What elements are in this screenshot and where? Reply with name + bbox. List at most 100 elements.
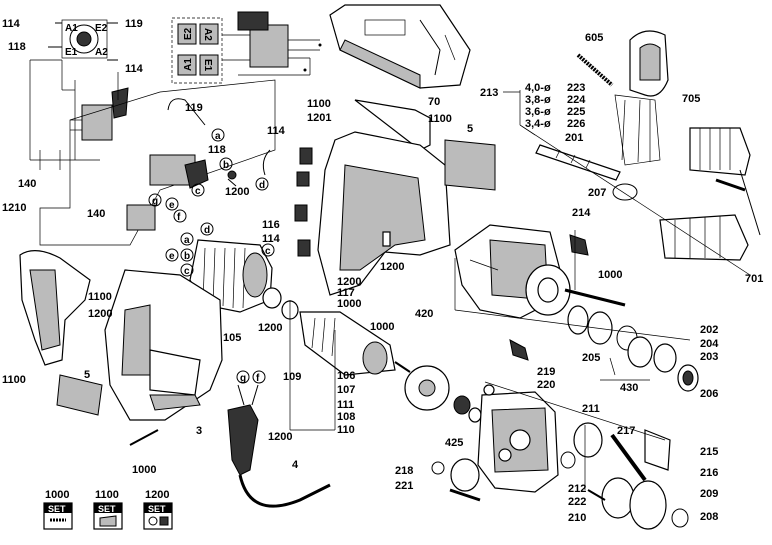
legend-num-1200: 1200: [145, 489, 169, 501]
callout-206: 206: [700, 388, 718, 400]
callout-114: 114: [262, 233, 281, 245]
tag-a: a: [184, 235, 190, 246]
callout-213: 213: [480, 87, 498, 99]
callout-107: 107: [337, 384, 355, 396]
callout-105: 105: [223, 332, 241, 344]
motor-armature: [299, 311, 482, 423]
drill-chuck: [659, 127, 761, 261]
gear-train: [431, 422, 689, 530]
callout-labels: 114 119 118 114 140 1210 119 118 1200 14…: [2, 18, 763, 524]
svg-text:A1: A1: [183, 58, 194, 71]
tag-a: a: [215, 131, 221, 142]
terminal-a2: A2: [95, 47, 108, 58]
size-row-2-num: 224: [567, 94, 586, 106]
callout-114: 114: [125, 63, 144, 75]
callout-1200: 1200: [337, 276, 361, 288]
svg-text:E2: E2: [183, 27, 194, 40]
tag-e: e: [169, 200, 175, 211]
gear-housing: [454, 224, 571, 319]
callout-1100: 1100: [428, 113, 452, 125]
callout-5: 5: [467, 123, 473, 135]
callout-218: 218: [395, 465, 413, 477]
callout-205: 205: [582, 352, 600, 364]
callout-117: 117: [337, 287, 355, 299]
callout-108: 108: [337, 411, 355, 423]
wiring-schematic-left: A1 E2 E1 A2: [29, 19, 129, 170]
callout-701: 701: [745, 273, 763, 285]
callout-420: 420: [415, 308, 433, 320]
callout-1200: 1200: [258, 322, 282, 334]
callout-1200: 1200: [380, 261, 404, 273]
callout-118: 118: [8, 41, 26, 53]
callout-425: 425: [445, 437, 463, 449]
tag-g: g: [240, 373, 246, 384]
callout-221: 221: [395, 480, 413, 492]
tag-b: b: [184, 251, 190, 262]
callout-4: 4: [292, 459, 299, 471]
callout-216: 216: [700, 467, 718, 479]
callout-203: 203: [700, 351, 718, 363]
switch-kit-group: [39, 79, 276, 246]
motor-housing: [262, 99, 451, 296]
terminal-a1: A1: [65, 23, 78, 34]
bearing-size-table: 4,0-ø 223 3,8-ø 224 3,6-ø 225 3,4-ø 226: [525, 82, 586, 130]
callout-219: 219: [537, 366, 555, 378]
callout-119: 119: [185, 102, 203, 114]
legend-num-1000: 1000: [45, 489, 69, 501]
callout-70: 70: [428, 96, 440, 108]
size-row-1-num: 223: [567, 82, 585, 94]
callout-5: 5: [84, 369, 90, 381]
letter-tags: a b c d e f g d a b c e c g f: [148, 128, 275, 384]
callout-215: 215: [700, 446, 718, 458]
rear-handle-housing: [19, 250, 223, 446]
gear-case: [477, 339, 559, 493]
callout-217: 217: [617, 425, 635, 437]
leader-lines: [117, 72, 751, 490]
callout-1100: 1100: [88, 291, 112, 303]
carry-case: [329, 4, 471, 89]
callout-201: 201: [565, 132, 583, 144]
callout-1000: 1000: [370, 321, 394, 333]
callout-209: 209: [700, 488, 718, 500]
callout-222: 222: [568, 496, 586, 508]
callout-114: 114: [2, 18, 21, 30]
size-row-3: 3,6-ø: [525, 106, 551, 118]
legend-badge-1200: SET: [148, 504, 166, 514]
legend-num-1100: 1100: [95, 489, 119, 501]
callout-210: 210: [568, 512, 586, 524]
callout-1000: 1000: [598, 269, 622, 281]
label-plate-upper: [444, 139, 496, 191]
side-handle: [576, 30, 669, 166]
spindle-assembly: [535, 144, 699, 392]
callout-705: 705: [682, 93, 700, 105]
callout-118: 118: [208, 144, 226, 156]
callout-212: 212: [568, 483, 586, 495]
callout-1200: 1200: [225, 186, 249, 198]
switch-wiring-schematic: E2 A2 A1 E1: [171, 11, 322, 84]
tag-c: c: [184, 266, 190, 277]
size-row-3-num: 225: [567, 106, 585, 118]
legend-badge-1000: SET: [48, 504, 66, 514]
callout-1201: 1201: [307, 112, 331, 124]
legend-badge-1100: SET: [98, 504, 116, 514]
power-cable: [227, 384, 331, 508]
callout-207: 207: [588, 187, 606, 199]
svg-text:E1: E1: [202, 59, 213, 72]
callout-1100: 1100: [307, 98, 331, 110]
terminal-e2: E2: [95, 23, 108, 34]
tag-b: b: [223, 160, 229, 171]
tag-e: e: [169, 251, 175, 262]
callout-214: 214: [572, 207, 591, 219]
callout-116: 116: [262, 219, 280, 231]
callout-114: 114: [267, 125, 286, 137]
callout-109: 109: [283, 371, 301, 383]
callout-140: 140: [18, 178, 36, 190]
callout-211: 211: [582, 403, 600, 415]
callout-220: 220: [537, 379, 555, 391]
callout-140: 140: [87, 208, 105, 220]
tag-d: d: [259, 180, 265, 191]
size-row-4-num: 226: [567, 118, 585, 130]
callout-605: 605: [585, 32, 603, 44]
callout-119: 119: [125, 18, 143, 30]
